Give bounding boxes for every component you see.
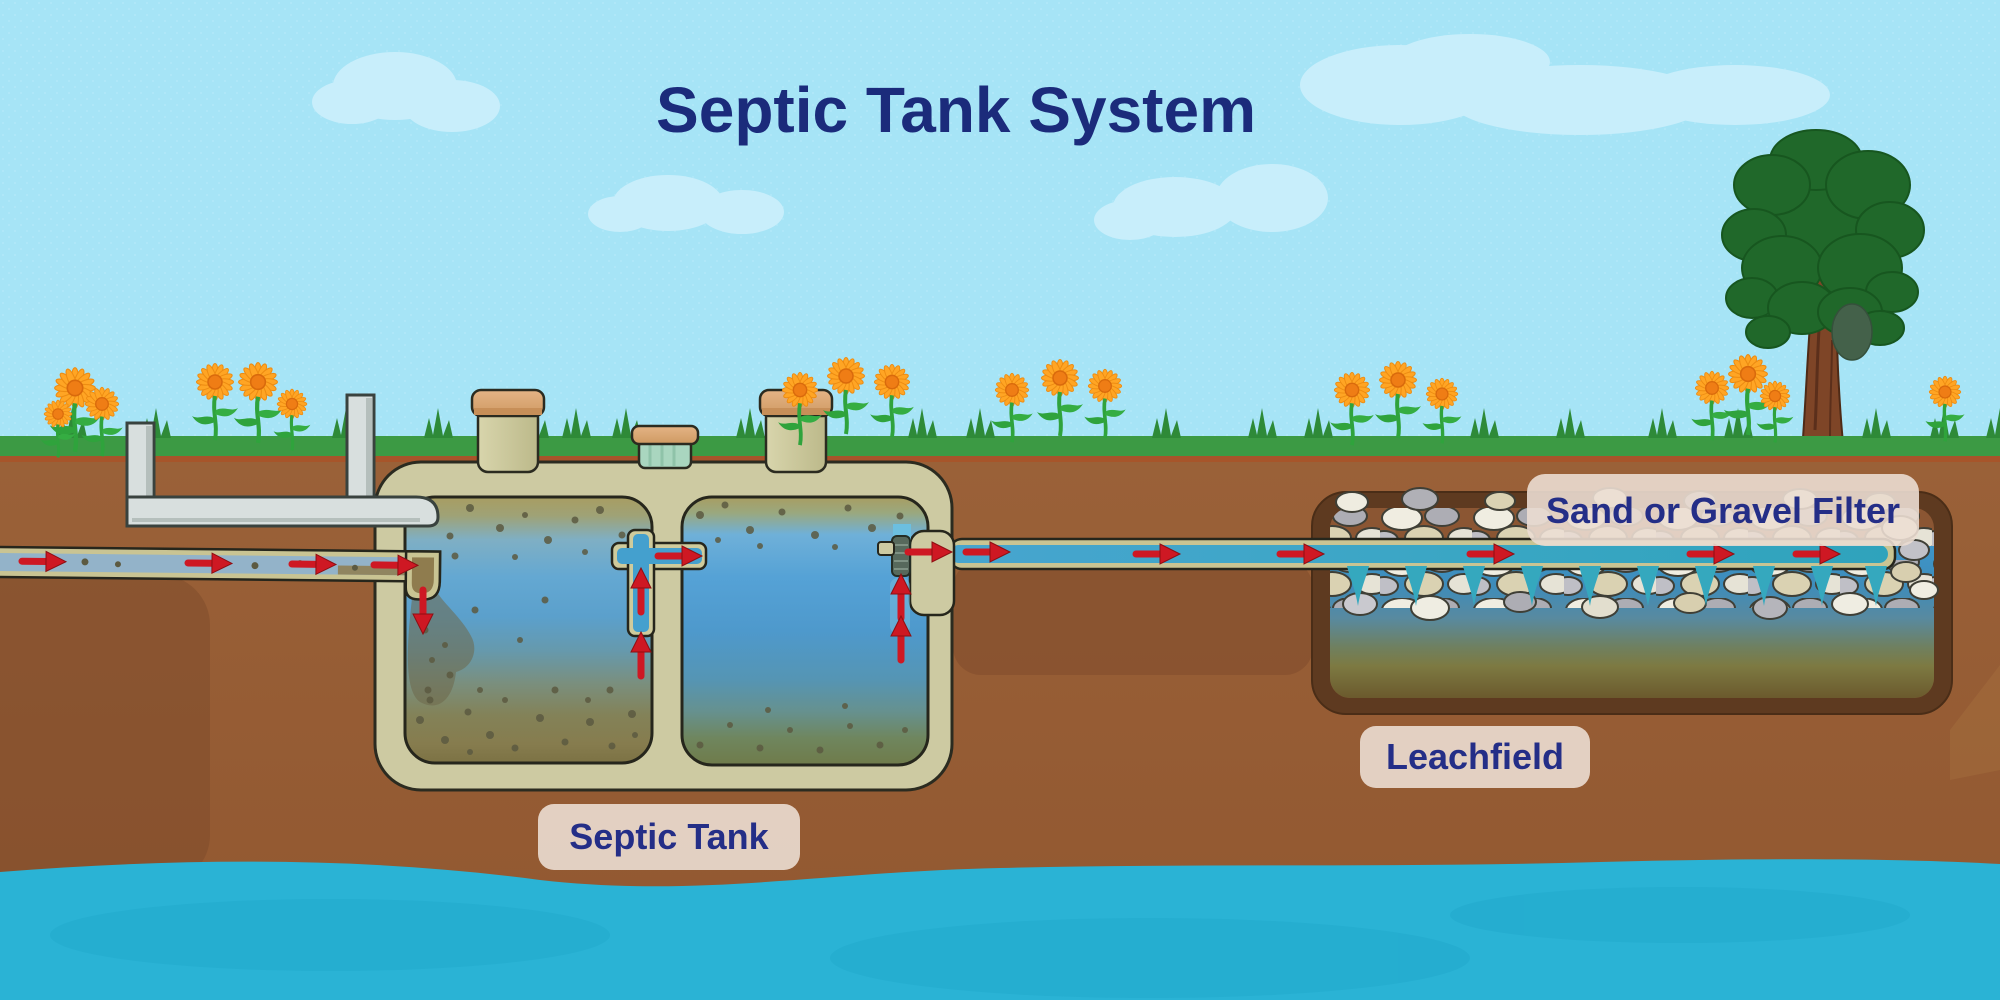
- tree: [1721, 129, 1925, 453]
- inlet-pipe: [0, 545, 442, 601]
- soil-line: [0, 456, 2000, 464]
- distribution-pipe: [948, 515, 1939, 606]
- pipe-water: [950, 545, 1888, 563]
- page-title: Septic Tank System: [656, 74, 1256, 146]
- septic-tank: [373, 460, 1010, 792]
- grass-strip: [0, 436, 2000, 458]
- house-connection: [125, 393, 440, 528]
- waste-particles: [416, 501, 908, 755]
- cloud: [588, 175, 784, 234]
- cloud: [1094, 164, 1328, 240]
- label-text: Septic Tank: [569, 816, 769, 857]
- access-lid: [630, 424, 700, 470]
- baffle-tee: [610, 528, 708, 676]
- tank-risers: [470, 388, 834, 474]
- outlet-assembly: [877, 524, 1010, 660]
- cloud: [312, 52, 500, 132]
- clouds: [312, 34, 1830, 240]
- filter-nub: [877, 541, 895, 556]
- chamber-2: [680, 495, 930, 767]
- label-text: Leachfield: [1386, 736, 1564, 777]
- tree-foliage: [1721, 129, 1925, 349]
- label-sand-or-gravel-filter: Sand or Gravel Filter: [1527, 474, 1919, 546]
- label-septic-tank: Septic Tank: [538, 804, 800, 870]
- label-leachfield: Leachfield: [1360, 726, 1590, 788]
- cloud: [1300, 34, 1830, 135]
- tree-low-leaves: [1831, 303, 1873, 361]
- label-text: Sand or Gravel Filter: [1546, 490, 1900, 531]
- riser-lid: [470, 388, 546, 474]
- water-waves: [50, 887, 1910, 998]
